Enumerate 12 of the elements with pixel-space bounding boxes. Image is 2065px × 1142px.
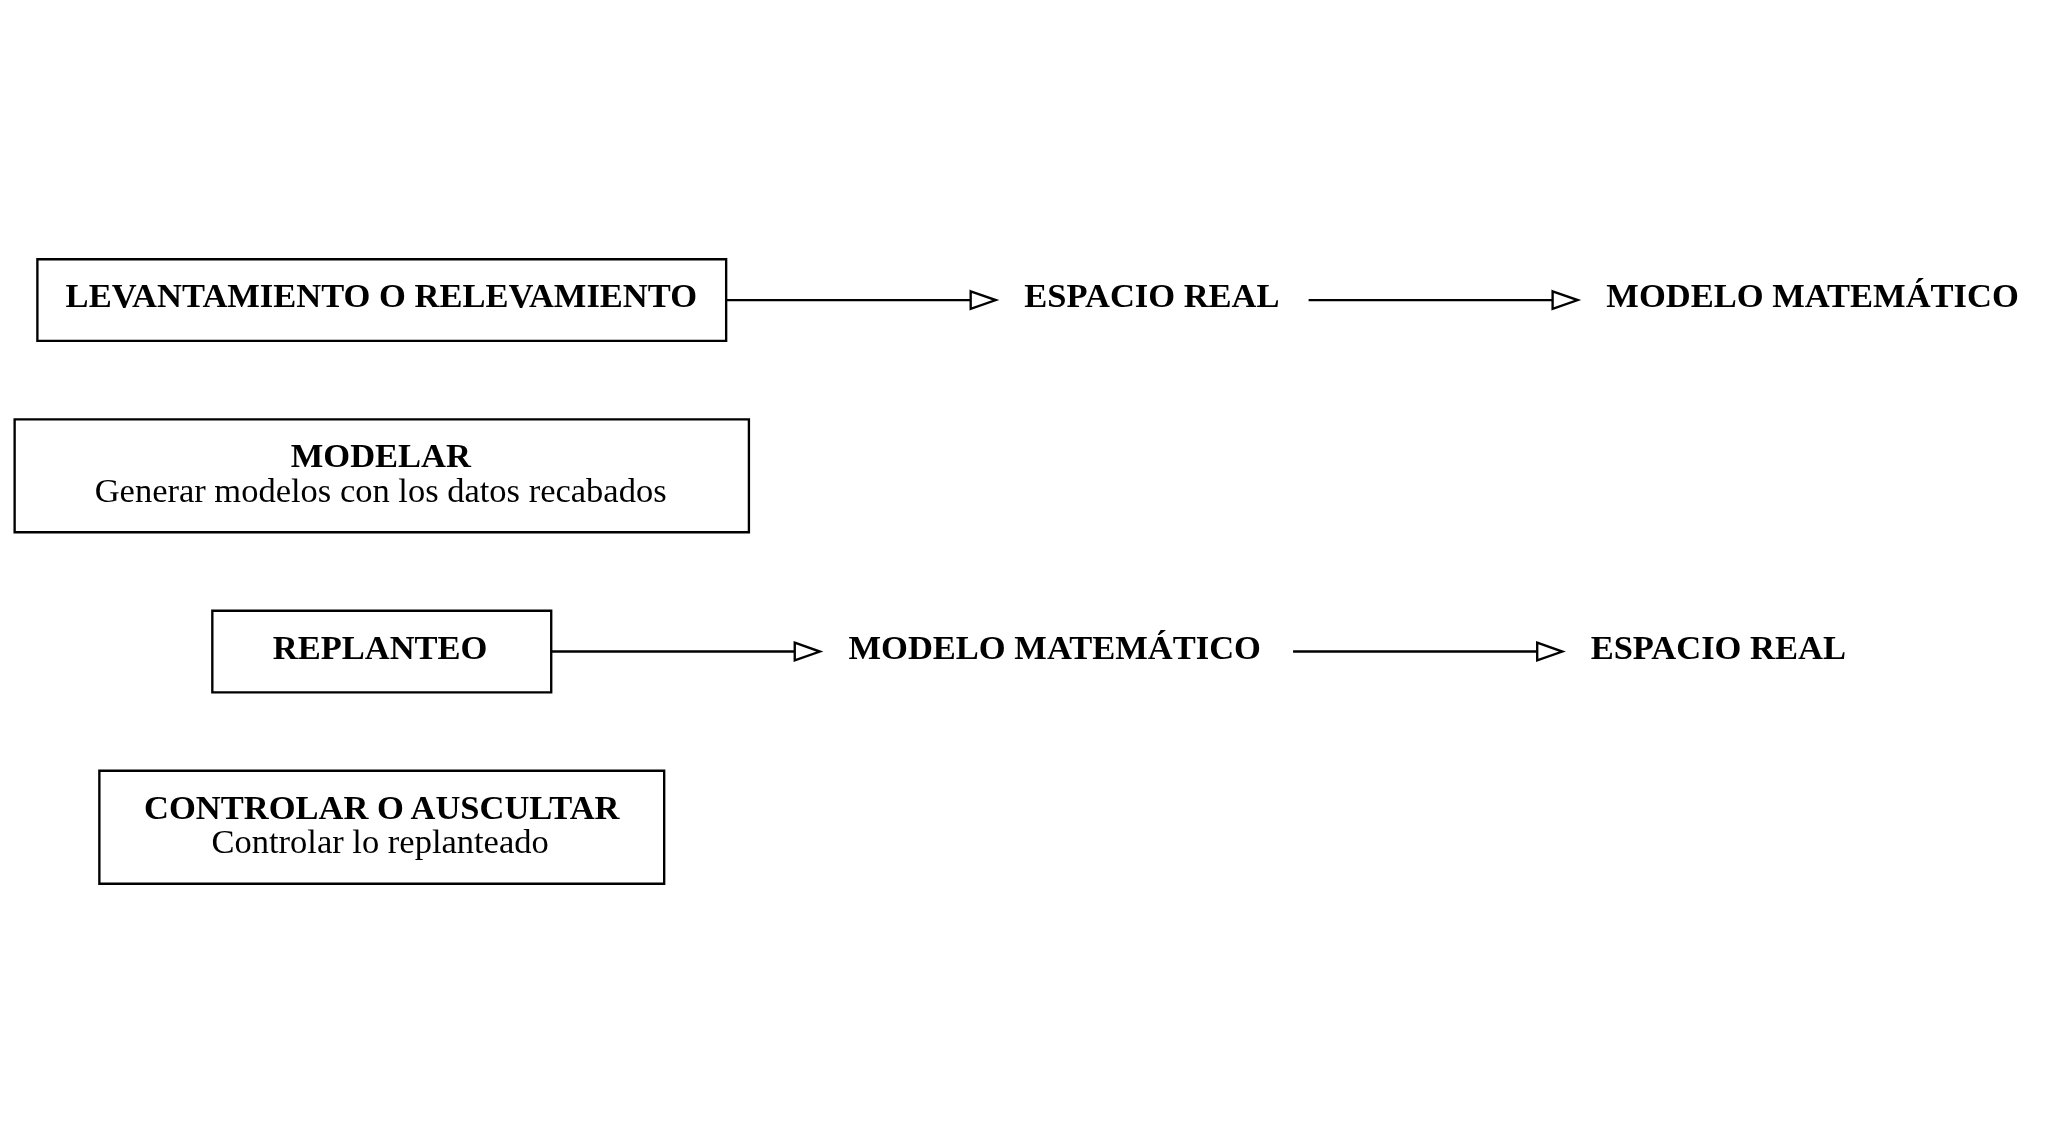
node-box: CONTROLAR O AUSCULTAR Controlar lo replanteado bbox=[98, 769, 666, 885]
node-text: ESPACIO REAL bbox=[1024, 275, 1280, 314]
arrow bbox=[551, 640, 824, 662]
node-text: MODELO MATEMÁTICO bbox=[1606, 275, 2019, 314]
arrow bbox=[726, 289, 1000, 310]
node-box: REPLANTEO bbox=[211, 609, 553, 693]
node-text: ESPACIO REAL bbox=[1590, 627, 1846, 666]
node-box: LEVANTAMIENTO O RELEVAMIENTO bbox=[36, 257, 728, 342]
arrow bbox=[1293, 640, 1566, 662]
arrow bbox=[1308, 289, 1582, 310]
node-text: MODELO MATEMÁTICO bbox=[848, 627, 1261, 666]
node-box: MODELAR Generar modelos con los datos recabados bbox=[13, 417, 751, 533]
